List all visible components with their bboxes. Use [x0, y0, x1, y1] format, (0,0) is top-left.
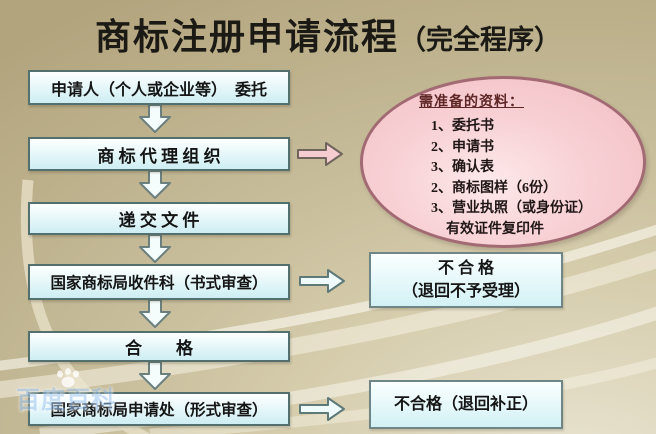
down-arrow-icon — [139, 104, 171, 133]
flow-step-application-office: 国家商标局申请处（形式审查） — [28, 392, 290, 426]
flow-step-label: 申请人（个人或企业等） 委托 — [50, 81, 267, 99]
flow-step-applicant: 申请人（个人或企业等） 委托 — [28, 70, 290, 105]
materials-item: 1、委托书 — [431, 119, 494, 134]
down-arrow-icon — [139, 170, 171, 199]
materials-item: 有效证件复印件 — [446, 221, 544, 237]
flow-step-label: 合 格 — [125, 339, 193, 358]
materials-item: 2、申请书 — [431, 139, 494, 155]
materials-list: 1、委托书 2、申请书 3、确认表 2、商标图样（6份） 3、营业执照（或身份证… — [431, 117, 592, 240]
title-paren: （完全程序） — [399, 25, 561, 55]
materials-item: 2、商标图样（6份） — [431, 180, 557, 196]
materials-item: 3、营业执照（或身份证） — [431, 201, 592, 216]
result-line: （退回不予受理） — [401, 283, 530, 300]
result-box-not-qualified-correction: 不合格（退回补正） — [369, 380, 563, 429]
flow-step-submit-documents: 递 交 文 件 — [28, 202, 290, 235]
flow-step-label: 商 标 代 理 组 织 — [97, 146, 221, 166]
materials-heading: 需准备的资料： — [419, 95, 524, 110]
title-main: 商标注册申请流程 — [94, 17, 399, 57]
result-line: 不 合 格 — [437, 260, 494, 277]
flow-step-label: 国家商标局申请处（形式审查） — [50, 402, 268, 419]
flow-step-agency: 商 标 代 理 组 织 — [28, 137, 290, 171]
flow-step-label: 国家商标局收件科（书式审查） — [50, 275, 268, 292]
materials-callout-ellipse: 需准备的资料： 1、委托书 2、申请书 3、确认表 2、商标图样（6份） 3、营… — [360, 76, 646, 248]
right-arrow-icon — [299, 397, 345, 421]
right-arrow-icon — [297, 142, 343, 166]
page-title: 商标注册申请流程（完全程序） — [0, 8, 656, 60]
materials-item: 3、确认表 — [431, 160, 494, 175]
right-arrow-icon — [299, 269, 345, 293]
down-arrow-icon — [139, 299, 171, 328]
result-line: 不合格（退回补正） — [393, 396, 538, 413]
flow-step-receiving-section: 国家商标局收件科（书式审查） — [28, 264, 290, 300]
down-arrow-icon — [139, 234, 171, 263]
down-arrow-icon — [139, 361, 171, 390]
flow-step-qualified: 合 格 — [28, 331, 290, 362]
flow-step-label: 递 交 文 件 — [118, 211, 200, 230]
result-box-not-qualified-rejected: 不 合 格 （退回不予受理） — [369, 252, 563, 308]
